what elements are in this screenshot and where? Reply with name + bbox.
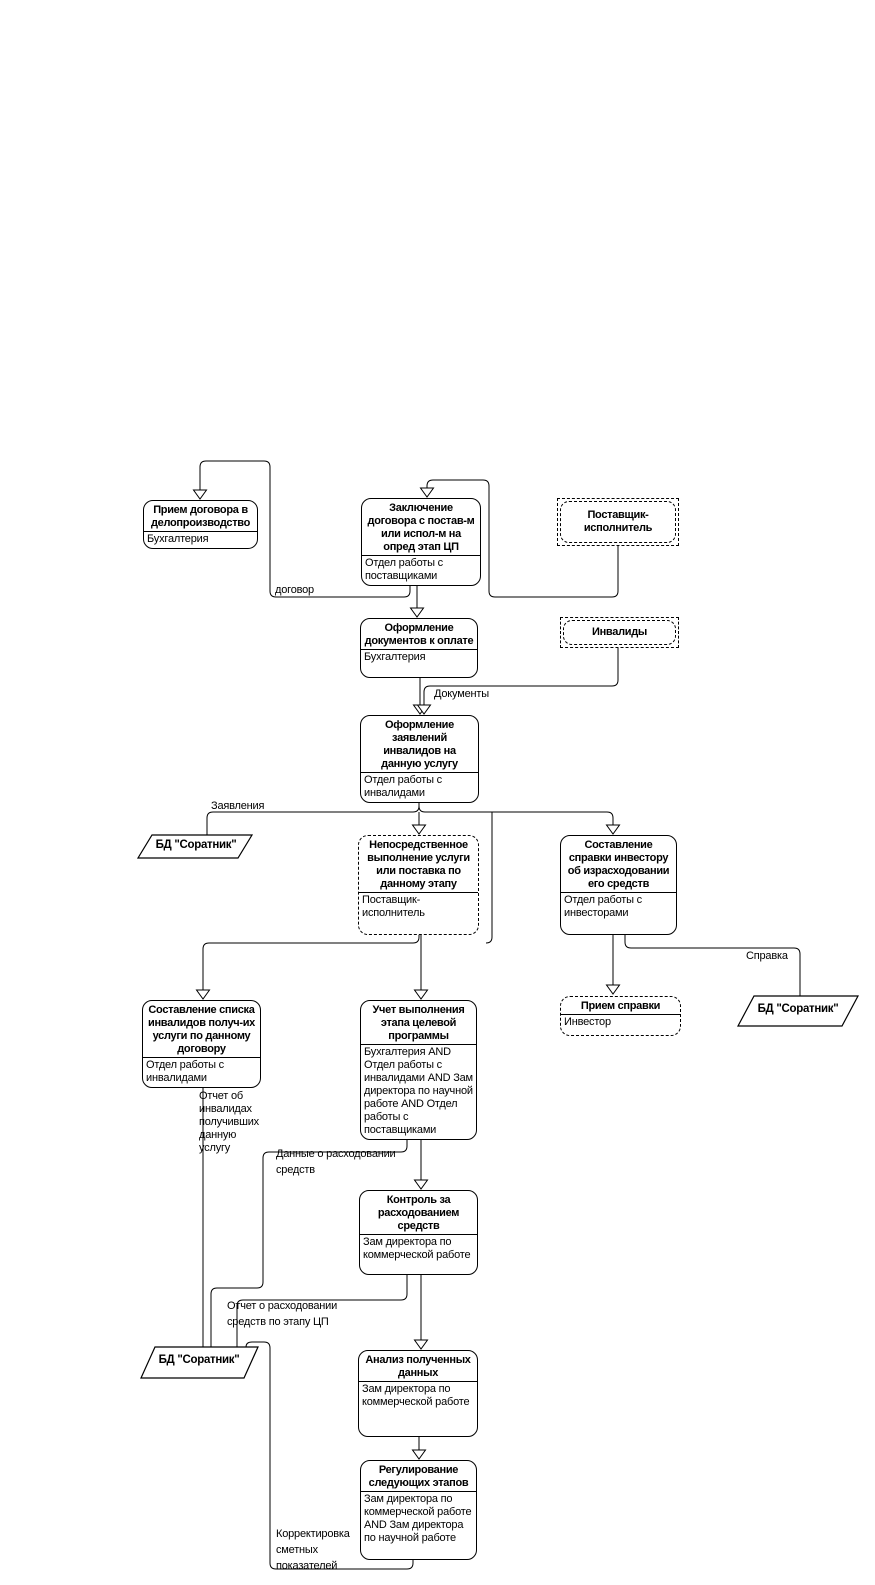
connector-zayavleniya-to-spravka-blok: [418, 800, 614, 825]
process-title: Оформление документов к оплате: [361, 619, 477, 650]
arrow-label-dannye-o-rashodovanii: Данные о расходовании средств: [276, 1148, 396, 1176]
process-zaklyuchenie-dogovora: Заключение договора с постав-м или испол…: [361, 498, 481, 586]
process-oformlenie-zayavlenij: Оформление заявлений инвалидов на данную…: [360, 715, 479, 803]
datastore-shape-db1: [136, 834, 254, 859]
entity-label: Инвалиды: [563, 620, 676, 645]
arrowhead: [419, 487, 435, 498]
arrow-label-zayavleniya: Заявления: [211, 800, 265, 812]
arrow-label-dokumenty: Документы: [434, 688, 489, 700]
process-title: Заключение договора с постав-м или испол…: [362, 499, 480, 556]
arrowhead: [413, 989, 429, 1000]
arrow-label-spravka: Справка: [746, 950, 788, 962]
datastore-shape-db2: [140, 1346, 259, 1379]
arrowhead: [409, 607, 425, 618]
connector-korrektirovka-loop: [245, 1341, 414, 1570]
process-performer: Зам директора по коммерческой работе: [363, 1236, 471, 1261]
process-sostavlenie-spravki: Составление справки инвестору об израсхо…: [560, 835, 677, 935]
connector-bypass-right: [485, 812, 493, 944]
arrowhead: [411, 1449, 427, 1460]
arrowhead: [605, 824, 621, 835]
connector-otchet-rashod-to-db2: [236, 1275, 408, 1347]
process-performer: Зам директора по коммерческой работе: [362, 1383, 470, 1408]
arrowhead: [192, 489, 208, 500]
connector-dannye-to-db2: [210, 1140, 408, 1347]
entity-postavshik-ispolnitel: Поставщик-исполнитель: [557, 498, 679, 546]
arrowhead: [195, 989, 211, 1000]
entity-label: Поставщик-исполнитель: [560, 501, 676, 543]
datastore-db2-label: БД "Соратник": [158, 1354, 240, 1366]
process-priem-spravki: Прием справки Инвестор: [560, 996, 681, 1036]
process-performer: Инвестор: [564, 1016, 611, 1028]
process-title: Анализ полученных данных: [359, 1351, 477, 1382]
process-title: Непосредственное выполнение услуги или п…: [359, 836, 478, 893]
process-title: Составление списка инвалидов получ-их ус…: [143, 1001, 260, 1058]
process-analiz-dannyh: Анализ полученных данных Зам директора п…: [358, 1350, 478, 1437]
connector-zayavleniya-to-db1: [206, 800, 420, 837]
process-performer: Отдел работы с инвалидами: [364, 774, 442, 799]
process-title: Контроль за расходованием средств: [360, 1191, 477, 1235]
process-title: Прием договора в делопроизводство: [144, 501, 257, 532]
connector-dogovor-loop: [199, 460, 411, 598]
arrow-label-dogovor: договор: [275, 584, 314, 596]
process-performer: Бухгалтерия: [364, 651, 426, 663]
process-title: Учет выполнения этапа целевой программы: [361, 1001, 476, 1045]
process-performer: Бухгалтерия: [147, 533, 209, 545]
process-performer: Отдел работы с инвесторами: [564, 894, 642, 919]
process-regulirovanie-etapov: Регулирование следующих этапов Зам дирек…: [360, 1460, 477, 1560]
process-title: Составление справки инвестору об израсхо…: [561, 836, 676, 893]
process-title: Регулирование следующих этапов: [361, 1461, 476, 1492]
process-title: Прием справки: [561, 997, 680, 1015]
process-performer: Бухгалтерия AND Отдел работы с инвалидам…: [364, 1046, 473, 1136]
datastore-shape-db3: [737, 995, 859, 1027]
arrow-label-korrektirovka: Корректировка сметных показателей: [276, 1528, 350, 1572]
process-performer: Отдел работы с поставщиками: [365, 557, 443, 582]
process-title: Оформление заявлений инвалидов на данную…: [361, 716, 478, 773]
connector-invalidy-to-oformlenie-zayavlenij: [423, 648, 619, 705]
arrowhead: [413, 1179, 429, 1190]
datastore-db3-label: БД "Соратник": [757, 1003, 839, 1015]
datastore-db1-label: БД "Соратник": [155, 839, 237, 851]
process-sostavlenie-spiska: Составление списка инвалидов получ-их ус…: [142, 1000, 261, 1088]
arrow-label-otchet-ob-invalidah: Отчет об инвалидах получивших данную усл…: [199, 1090, 259, 1154]
process-performer: Поставщик-исполнитель: [362, 894, 425, 919]
process-priem-dogovora: Прием договора в делопроизводство Бухгал…: [143, 500, 258, 549]
connector-rail-to-sostavlenie-spiska: [202, 935, 420, 990]
arrowhead: [416, 704, 432, 715]
arrowhead: [411, 824, 427, 835]
process-performer: Зам директора по коммерческой работе AND…: [364, 1493, 472, 1544]
arrowhead: [413, 1339, 429, 1350]
process-neposredstvennoe-vypolnenie: Непосредственное выполнение услуги или п…: [358, 835, 479, 935]
entity-invalidy: Инвалиды: [560, 617, 679, 648]
connector-spravka-to-db3: [624, 935, 801, 996]
process-uchet-vypolneniya: Учет выполнения этапа целевой программы …: [360, 1000, 477, 1140]
process-kontrol-rashodovaniya: Контроль за расходованием средств Зам ди…: [359, 1190, 478, 1275]
connector-postavshik-to-zaklyuchenie: [426, 479, 619, 598]
process-oformlenie-dokumentov: Оформление документов к оплате Бухгалтер…: [360, 618, 478, 678]
arrowhead: [605, 984, 621, 995]
process-performer: Отдел работы с инвалидами: [146, 1059, 224, 1084]
arrow-label-otchet-o-rashodovanii: Отчет о расходовании средств по этапу ЦП: [227, 1300, 338, 1328]
